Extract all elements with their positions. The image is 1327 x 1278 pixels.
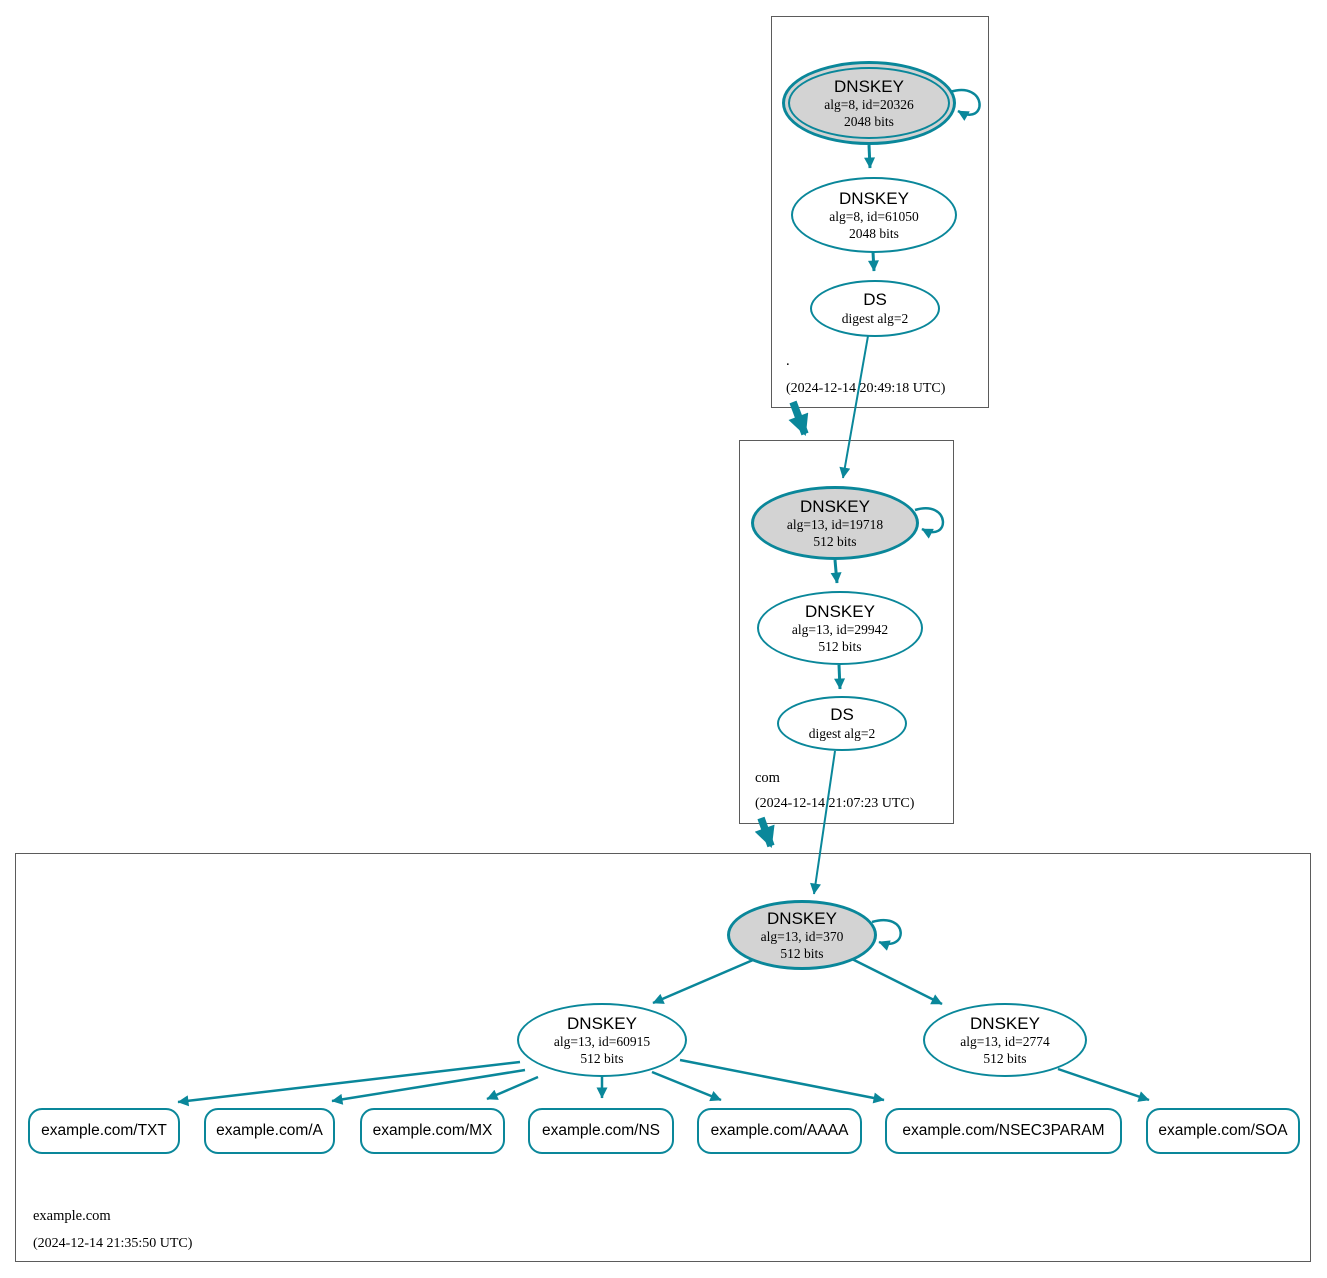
node-bits: 512 bits <box>780 945 824 961</box>
zone-timestamp-example: (2024-12-14 21:35:50 UTC) <box>33 1236 193 1251</box>
rrset-aaaa: example.com/AAAA <box>697 1108 862 1154</box>
node-bits: 2048 bits <box>844 113 894 129</box>
com-ksk-node: DNSKEY alg=13, id=19718 512 bits <box>751 486 919 560</box>
node-title: DNSKEY <box>567 1013 637 1033</box>
zone-label-com: com <box>755 770 780 786</box>
root-zsk-node: DNSKEY alg=8, id=61050 2048 bits <box>791 177 957 253</box>
zone-label-root: . <box>786 353 790 369</box>
node-bits: 512 bits <box>580 1050 624 1066</box>
rrset-ns: example.com/NS <box>528 1108 674 1154</box>
rrset-label: example.com/NSEC3PARAM <box>902 1122 1105 1139</box>
rrset-label: example.com/A <box>216 1122 323 1139</box>
example-zsk-left-node: DNSKEY alg=13, id=60915 512 bits <box>517 1003 687 1077</box>
node-alg-id: alg=13, id=370 <box>760 928 844 944</box>
node-title: DNSKEY <box>970 1013 1040 1033</box>
rrset-label: example.com/AAAA <box>710 1122 849 1139</box>
node-alg-id: alg=13, id=19718 <box>786 516 884 532</box>
node-title: DNSKEY <box>839 188 909 208</box>
com-zsk-node: DNSKEY alg=13, id=29942 512 bits <box>757 591 923 665</box>
rrset-a: example.com/A <box>204 1108 335 1154</box>
node-bits: 512 bits <box>813 533 857 549</box>
example-zsk-right-node: DNSKEY alg=13, id=2774 512 bits <box>923 1003 1087 1077</box>
node-alg-id: alg=13, id=2774 <box>960 1033 1050 1049</box>
rrset-nsec3param: example.com/NSEC3PARAM <box>885 1108 1122 1154</box>
node-title: DNSKEY <box>834 76 904 96</box>
root-ksk-node: DNSKEY alg=8, id=20326 2048 bits <box>782 61 956 145</box>
node-title: DS <box>830 705 854 725</box>
node-title: DNSKEY <box>800 496 870 516</box>
node-bits: 2048 bits <box>849 225 899 241</box>
rrset-label: example.com/MX <box>372 1122 493 1139</box>
node-title: DNSKEY <box>767 908 837 928</box>
rrset-label: example.com/SOA <box>1158 1122 1288 1139</box>
rrset-txt: example.com/TXT <box>28 1108 180 1154</box>
example-ksk-node: DNSKEY alg=13, id=370 512 bits <box>727 900 877 970</box>
node-alg-id: alg=13, id=29942 <box>791 621 889 637</box>
node-alg-id: alg=8, id=61050 <box>829 208 919 224</box>
node-bits: 512 bits <box>818 638 862 654</box>
node-alg-id: alg=8, id=20326 <box>824 96 914 112</box>
node-title: DS <box>863 290 887 310</box>
node-bits: 512 bits <box>983 1050 1027 1066</box>
node-digest: digest alg=2 <box>808 725 876 741</box>
rrset-soa: example.com/SOA <box>1146 1108 1300 1154</box>
node-digest: digest alg=2 <box>841 310 909 326</box>
com-ds-node: DS digest alg=2 <box>777 696 907 751</box>
zone-timestamp-root: (2024-12-14 20:49:18 UTC) <box>786 381 946 396</box>
zone-label-example: example.com <box>33 1208 111 1224</box>
rrset-label: example.com/NS <box>541 1122 660 1139</box>
rrset-mx: example.com/MX <box>360 1108 505 1154</box>
zone-box-root <box>771 16 989 408</box>
zone-timestamp-com: (2024-12-14 21:07:23 UTC) <box>755 796 915 811</box>
node-title: DNSKEY <box>805 601 875 621</box>
root-ds-node: DS digest alg=2 <box>810 280 940 337</box>
rrset-label: example.com/TXT <box>41 1122 167 1139</box>
node-alg-id: alg=13, id=60915 <box>553 1033 651 1049</box>
zone-box-example <box>15 853 1311 1262</box>
